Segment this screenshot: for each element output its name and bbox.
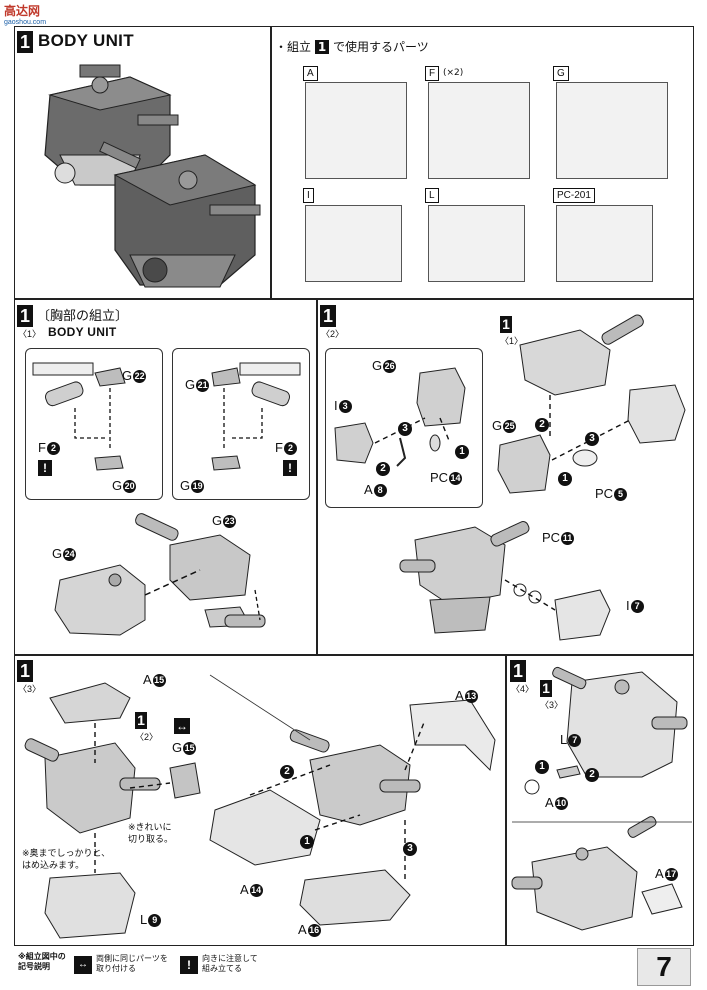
step-1-1-title-jp: 〔胸部の組立〕	[37, 309, 129, 324]
section-title: BODY UNIT	[38, 31, 134, 50]
runner-label-pc201: PC-201	[553, 188, 595, 203]
legend-item-orientation: 向きに注意して 組み立てる	[202, 954, 258, 973]
runner-label-g: G	[553, 66, 569, 81]
step-1-1-number: 1	[17, 305, 33, 327]
step-1-4-number: 1	[510, 660, 526, 682]
middle-divider	[316, 298, 318, 654]
ref-step-1-3-sub: 〈3〉	[540, 700, 564, 710]
order-1-marker-s4: 1	[535, 760, 549, 774]
step-1-1-right-drawing	[211, 362, 301, 471]
order-1-marker-s3: 1	[300, 835, 314, 849]
legend-title: ※組立図中の 記号説明	[18, 952, 66, 971]
order-2-marker-b: 2	[376, 462, 390, 476]
runner-label-f: F	[425, 66, 440, 81]
runner-f-count: (×2)	[443, 68, 464, 78]
runner-f-sprue	[428, 82, 530, 179]
step-1-1-title-en: BODY UNIT	[48, 325, 117, 339]
order-2-marker-main: 2	[535, 418, 549, 432]
order-3-marker-main: 3	[585, 432, 599, 446]
bottom-divider	[505, 654, 507, 946]
order-1-marker: 1	[455, 445, 469, 459]
runner-label-i: I	[303, 188, 314, 203]
step-1-2-sub: 〈2〉	[321, 329, 345, 339]
legend-item-both-sides: 両側に同じパーツを 取り付ける	[96, 954, 168, 973]
runner-a-sprue	[305, 82, 407, 179]
orientation-warning-icon-right: !	[283, 460, 297, 476]
parts-intro: ・組立 1 で使用するパーツ	[275, 40, 429, 54]
watermark-logo: 高达网 gaoshou.com	[4, 4, 47, 26]
step-1-2-result-drawing	[399, 521, 611, 641]
order-2-marker-s3: 2	[280, 765, 294, 779]
order-2-marker: 3	[398, 422, 412, 436]
body-unit-illustration	[44, 64, 261, 288]
runner-label-l: L	[425, 188, 439, 203]
orientation-legend-icon: !	[180, 956, 198, 974]
step-1-3-sub: 〈3〉	[18, 684, 42, 694]
runner-l-sprue	[428, 205, 525, 282]
orientation-warning-icon: !	[38, 460, 52, 476]
runner-g-sprue	[556, 82, 668, 179]
ref-step-1-2: 1	[135, 712, 147, 729]
ref-step-1-1-sub: 〈1〉	[500, 336, 524, 346]
note-press-fit: ※奥までしっかりと、 はめ込みます。	[22, 849, 111, 871]
runner-label-a: A	[303, 66, 318, 81]
step-1-1-left-drawing	[32, 362, 126, 471]
step-1-3-number: 1	[17, 660, 33, 682]
step-1-4-drawing	[511, 666, 692, 931]
step-1-3-left-drawing	[24, 682, 201, 939]
page-number: 7	[637, 948, 691, 986]
order-3-marker-s3: 3	[403, 842, 417, 856]
header-divider	[270, 26, 272, 298]
section-divider-2	[14, 654, 694, 656]
ref-step-1-1: 1	[500, 316, 512, 333]
ref-step-1-3: 1	[540, 680, 552, 697]
step-number-badge: 1	[17, 31, 33, 53]
step-1-1-assembly-drawing	[54, 513, 266, 636]
runner-pc201-sprue	[556, 205, 653, 282]
step-1-3-main-drawing	[209, 674, 496, 926]
order-1-marker-main: 1	[558, 472, 572, 486]
both-sides-legend-icon: ↔	[74, 956, 92, 974]
ref-step-1-2-sub: 〈2〉	[135, 732, 159, 742]
step-1-4-sub: 〈4〉	[511, 684, 535, 694]
step-1-2-number: 1	[320, 305, 336, 327]
note-clean-cut: ※きれいに 切り取る。	[128, 823, 174, 845]
runner-i-sprue	[305, 205, 402, 282]
step-1-2-main-drawing	[497, 314, 686, 494]
section-divider-1	[14, 298, 694, 300]
step-1-2-detail-drawing	[334, 367, 466, 467]
step-1-1-sub: 〈1〉	[18, 329, 42, 339]
page-frame	[14, 26, 694, 946]
order-2-marker-s4: 2	[585, 768, 599, 782]
both-sides-icon: ↔	[174, 718, 190, 734]
